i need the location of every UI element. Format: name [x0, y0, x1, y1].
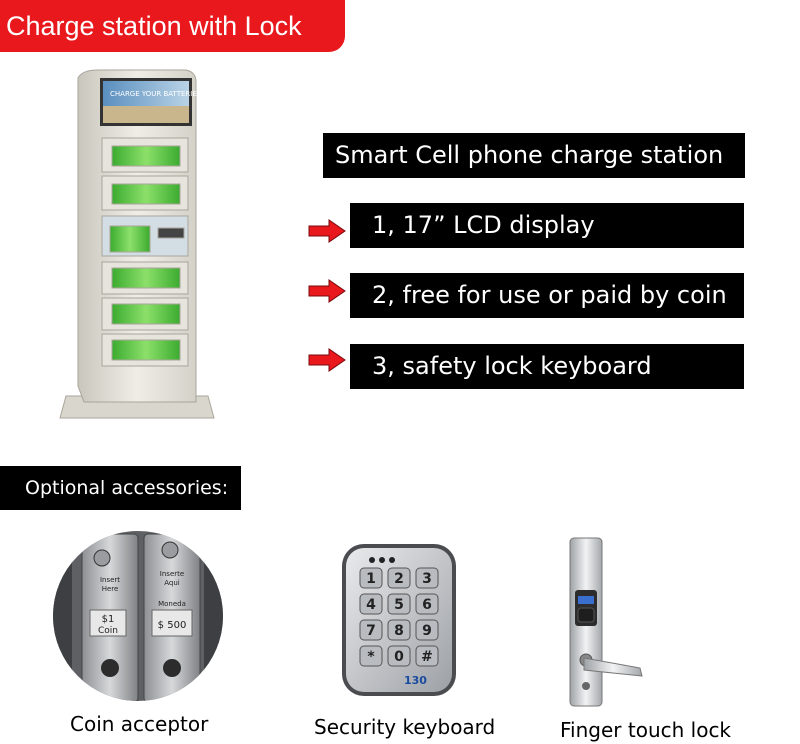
coin-slot2-line2: Aqui — [164, 579, 180, 587]
keypad-key-4: 4 — [366, 597, 376, 613]
keypad-badge: 130 — [404, 674, 427, 687]
feature-2: 2, free for use or paid by coin — [350, 273, 744, 318]
coin-slot2-line1: Inserte — [160, 570, 184, 578]
keypad-key-0: 0 — [394, 649, 404, 665]
arrow-right-icon — [308, 348, 346, 372]
coin-acceptor-caption: Coin acceptor — [70, 712, 209, 736]
keypad-key-star: * — [367, 649, 375, 665]
coin-acceptor-image: Insert Here $1 Coin Inserte Aqui Moneda … — [52, 530, 224, 702]
feature-3: 3, safety lock keyboard — [350, 344, 744, 389]
security-keypad-image: 1 2 3 4 5 6 7 8 9 * 0 # 130 — [338, 540, 462, 700]
arrow-right-icon — [308, 219, 346, 243]
finger-lock-caption: Finger touch lock — [560, 718, 732, 742]
keypad-key-7: 7 — [366, 623, 376, 639]
keypad-key-6: 6 — [422, 597, 432, 613]
coin-slot2-line3: Moneda — [158, 600, 186, 608]
arrow-right-icon — [308, 279, 346, 303]
keypad-key-hash: # — [421, 649, 433, 665]
keypad-key-9: 9 — [422, 623, 432, 639]
headline-bar: Smart Cell phone charge station — [323, 133, 745, 178]
coin-slot1-line1: Insert — [100, 576, 120, 584]
accessories-heading: Optional accessories: — [0, 466, 241, 510]
coin-slot1-line2: Here — [102, 585, 119, 593]
coin-slot2-value: $ 500 — [158, 620, 187, 631]
feature-1: 1, 17” LCD display — [350, 203, 744, 248]
security-keyboard-caption: Security keyboard — [314, 715, 496, 739]
keypad-key-3: 3 — [422, 571, 432, 587]
coin-slot1-value: $1 — [102, 614, 115, 625]
keypad-key-8: 8 — [394, 623, 404, 639]
keypad-key-2: 2 — [394, 571, 404, 587]
page-title: Charge station with Lock — [0, 0, 345, 52]
keypad-key-5: 5 — [394, 597, 404, 613]
kiosk-screen-text: CHARGE YOUR BATTERIES — [110, 90, 202, 98]
charging-kiosk-image: CHARGE YOUR BATTERIES — [58, 66, 218, 436]
finger-lock-image — [560, 536, 650, 708]
keypad-key-1: 1 — [366, 571, 376, 587]
coin-slot1-unit: Coin — [98, 626, 118, 636]
